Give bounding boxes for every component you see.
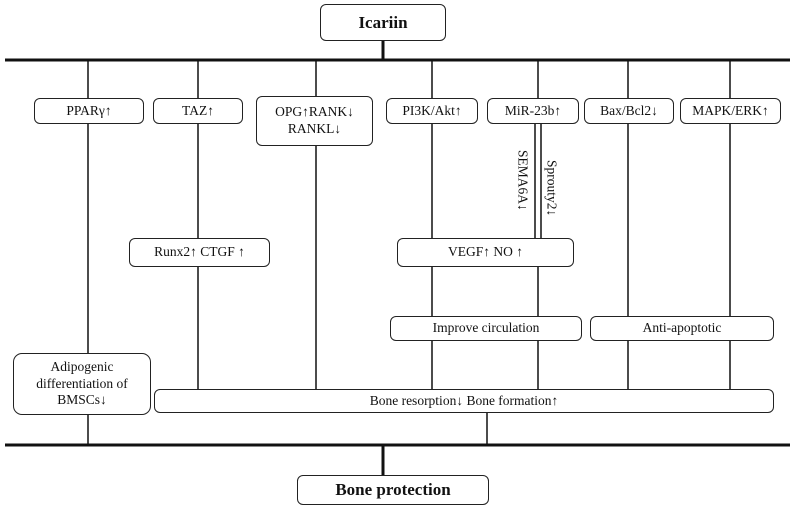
- taz-label: TAZ↑: [182, 102, 214, 118]
- improve-circulation-box: Improve circulation: [390, 316, 582, 341]
- adipogenic-box: Adipogenic differentiation of BMSCs↓: [13, 353, 151, 415]
- runx2-ctgf-box: Runx2↑ CTGF ↑: [129, 238, 270, 267]
- anti-apoptotic-box: Anti-apoptotic: [590, 316, 774, 341]
- opg-box: OPG↑RANK↓ RANKL↓: [256, 96, 373, 146]
- mapk-box: MAPK/ERK↑: [680, 98, 781, 124]
- icariin-box: Icariin: [320, 4, 446, 41]
- mapk-label: MAPK/ERK↑: [692, 102, 769, 118]
- mir-box: MiR-23b↑: [487, 98, 579, 124]
- pi3k-label: PI3K/Akt↑: [402, 102, 462, 118]
- bone-effects-box: Bone resorption↓ Bone formation↑: [154, 389, 774, 413]
- adipogenic-line1: Adipogenic: [50, 358, 114, 374]
- vegf-no-box: VEGF↑ NO ↑: [397, 238, 574, 267]
- bax-label: Bax/Bcl2↓: [600, 102, 658, 118]
- vegf-no-label: VEGF↑ NO ↑: [447, 244, 523, 260]
- anti-apoptotic-label: Anti-apoptotic: [642, 320, 722, 336]
- opg-label-line2: RANKL↓: [287, 121, 342, 136]
- ppar-box: PPARγ↑: [34, 98, 144, 124]
- runx2-ctgf-label: Runx2↑ CTGF ↑: [154, 244, 245, 260]
- bone-effects-label: Bone resorption↓ Bone formation↑: [369, 392, 559, 408]
- mir-label: MiR-23b↑: [504, 102, 562, 118]
- icariin-label: Icariin: [358, 12, 408, 32]
- ppar-label: PPARγ↑: [66, 102, 112, 118]
- adipogenic-line3: BMSCs↓: [57, 392, 107, 408]
- opg-label-line1: OPG↑RANK↓: [275, 104, 354, 120]
- bone-protection-box: Bone protection: [297, 475, 489, 505]
- adipogenic-line2: differentiation of: [36, 375, 128, 391]
- sema6a-label: SEMA6A↓: [515, 150, 531, 211]
- improve-circulation-label: Improve circulation: [432, 320, 540, 336]
- bax-box: Bax/Bcl2↓: [584, 98, 674, 124]
- taz-box: TAZ↑: [153, 98, 243, 124]
- pi3k-box: PI3K/Akt↑: [386, 98, 478, 124]
- sprouty2-label: Sprouty2↓: [544, 160, 560, 217]
- bone-protection-label: Bone protection: [335, 480, 451, 500]
